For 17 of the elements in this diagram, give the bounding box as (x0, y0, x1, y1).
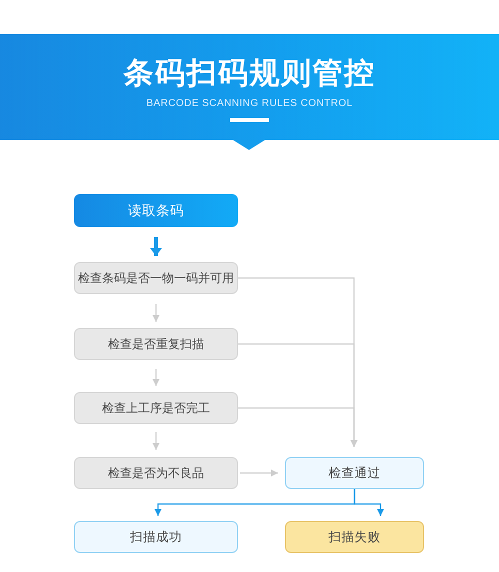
process-box: 检查条码是否一物一码并可用 (74, 262, 238, 294)
arrow (238, 407, 358, 447)
process-box: 检查通过 (285, 457, 424, 489)
arrow (152, 369, 160, 386)
subtitle: BARCODE SCANNING RULES CONTROL (146, 98, 353, 110)
arrow (152, 432, 160, 450)
result-box: 扫描失败 (285, 521, 424, 553)
arrow (240, 470, 278, 476)
result-box: 扫描成功 (74, 521, 238, 553)
process-box: 检查上工序是否完工 (74, 392, 238, 424)
process-box: 检查是否重复扫描 (74, 328, 238, 360)
arrow (152, 304, 160, 322)
process-box: 读取条码 (74, 194, 238, 227)
title: 条码扫码规则管控 (124, 57, 376, 90)
arrow (150, 237, 162, 256)
process-box: 检查是否为不良品 (74, 457, 238, 489)
arrow (354, 489, 384, 516)
